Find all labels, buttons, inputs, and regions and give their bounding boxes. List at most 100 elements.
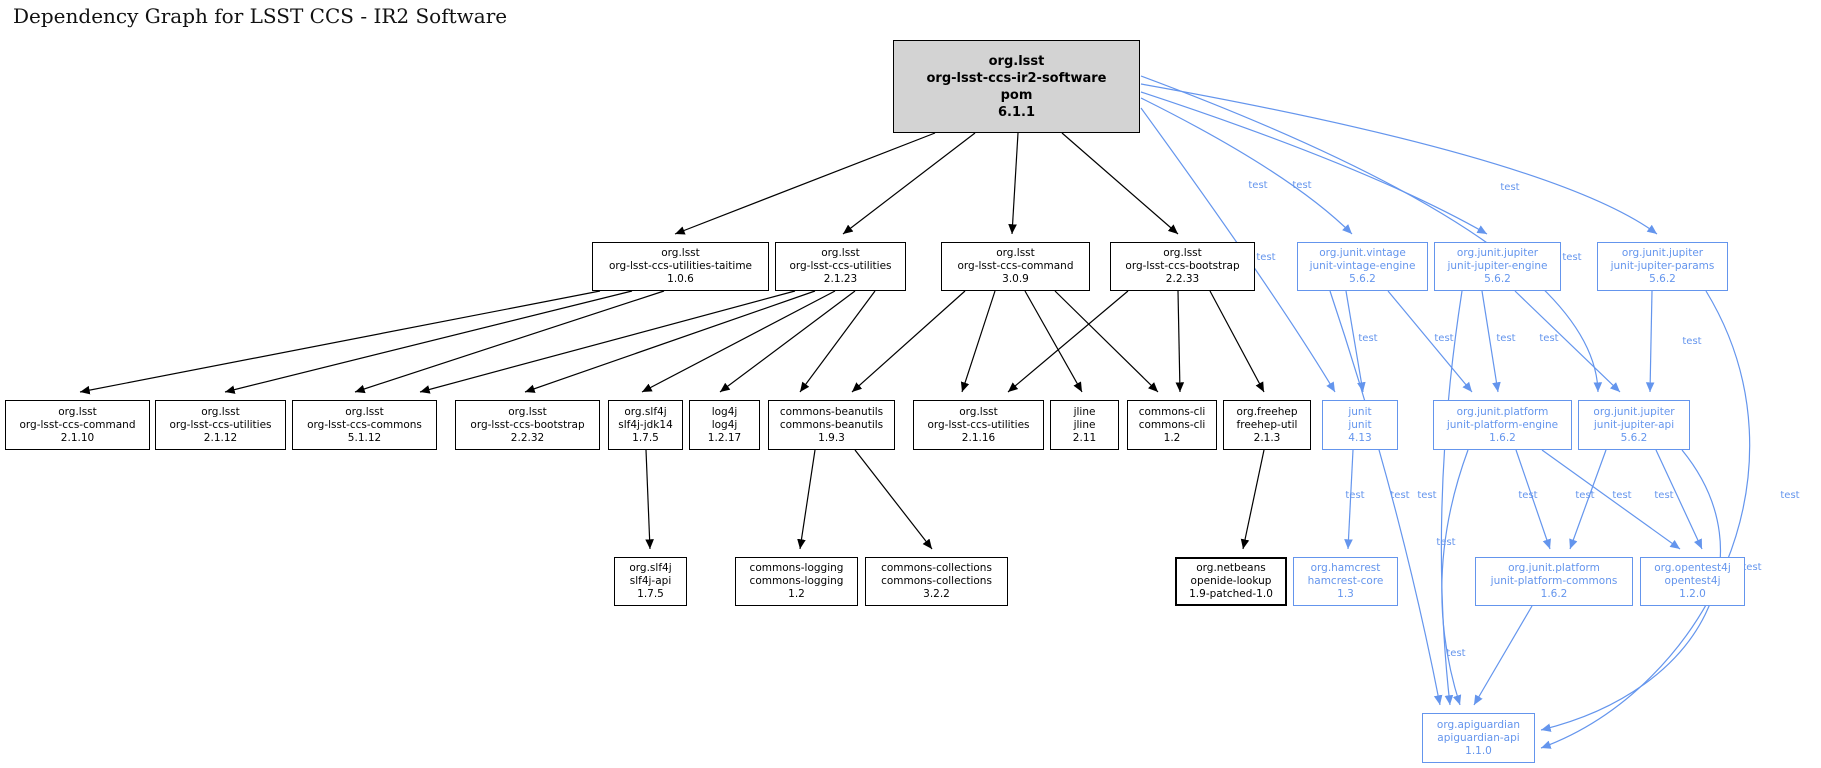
node-line: org.junit.jupiter (1621, 247, 1704, 259)
node-line: commons-beanutils (779, 418, 884, 431)
node-line: junit-platform-commons (1490, 575, 1618, 587)
node-line: 1.1.0 (1465, 744, 1492, 757)
node-line: 2.2.32 (510, 431, 545, 444)
node-line: 5.6.2 (1620, 431, 1648, 444)
node-line: 4.13 (1348, 431, 1372, 444)
node-line: commons-collections (881, 575, 992, 587)
edge-platformEngine-platformCommons (1515, 449, 1551, 550)
node-line: org-lsst-ccs-bootstrap (1125, 260, 1240, 272)
node-line: org.lsst (988, 53, 1045, 69)
edge-command309-commonscli (1054, 290, 1159, 393)
edge-utilities23-log4j (719, 290, 856, 393)
node-line: org.junit.jupiter (1593, 405, 1675, 418)
node-line: 1.2 (788, 588, 805, 600)
edge-jupiterParams-apiguardian (1540, 290, 1751, 749)
edge-slf4jjdk14-slf4japi (645, 449, 654, 550)
edge-utilities23-slf4jjdk14 (641, 290, 836, 393)
node-line: org.lsst (345, 405, 384, 418)
edge-label-jupiterApi-apiguardian: test (1742, 562, 1761, 573)
edge-utilities23-commons5112 (419, 290, 796, 394)
edge-label-root-vintage: test (1248, 180, 1267, 191)
node-line: opentest4j (1664, 575, 1721, 587)
node-line: jline (1073, 418, 1096, 431)
edge-command309-utilities2116 (960, 290, 996, 393)
node-line: commons-beanutils (779, 405, 884, 418)
node-line: org-lsst-ccs-ir2-software (926, 70, 1107, 86)
node-line: apiguardian-api (1437, 731, 1520, 744)
node-line: 1.3 (1337, 588, 1354, 600)
node-line: 3.0.9 (1002, 273, 1029, 285)
edge-platformCommons-apiguardian (1473, 605, 1533, 706)
node-line: slf4j-api (629, 575, 672, 587)
node-line: junit (1348, 418, 1372, 431)
node-line: org.lsst (58, 405, 97, 418)
graph-title: Dependency Graph for LSST CCS - IR2 Soft… (13, 4, 508, 28)
edge-root-junit413 (1140, 107, 1336, 393)
node-line: commons-cli (1138, 405, 1206, 418)
node-line: commons-logging (749, 575, 844, 587)
node-line: org.slf4j (624, 405, 667, 418)
edge-label-platformEngine-apiguardian: test (1436, 537, 1455, 548)
edge-root-jupiterApi (1140, 75, 1603, 393)
node-line: org.apiguardian (1436, 718, 1521, 731)
edge-utilities23-beanutils (799, 290, 876, 393)
node-line: slf4j-jdk14 (618, 418, 673, 431)
node-line: org-lsst-ccs-utilities-taitime (608, 260, 753, 272)
node-line: org.freehep (1236, 405, 1298, 418)
node-line: 2.11 (1072, 431, 1097, 444)
node-line: log4j (711, 405, 738, 418)
edge-beanutils-commonscollections (854, 449, 933, 550)
edge-taitime-command2110 (79, 290, 601, 395)
node-line: pom (1000, 87, 1033, 103)
node-line: 5.6.2 (1349, 273, 1376, 285)
node-line: 2.1.16 (961, 431, 996, 444)
node-line: 1.0.6 (667, 273, 694, 285)
edge-vintage-apiguardian (1329, 290, 1443, 706)
node-line: org.opentest4j (1654, 562, 1731, 574)
edge-root-taitime (674, 132, 936, 235)
node-line: junit-jupiter-api (1593, 418, 1675, 431)
edge-label-junit413-hamcrest: test (1345, 490, 1364, 501)
node-line: 1.2.0 (1679, 588, 1706, 600)
node-line: openide-lookup (1190, 575, 1272, 587)
node-line: org-lsst-ccs-utilities (169, 418, 272, 431)
node-line: junit-jupiter-engine (1447, 260, 1548, 272)
node-line: org.lsst (508, 405, 547, 418)
edge-jupiterApi-opentest4j (1655, 449, 1703, 550)
node-line: 1.7.5 (632, 431, 659, 444)
edge-bootstrap233-commonscli (1175, 290, 1185, 393)
edge-label-jupiterEngine-jupiterApi: test (1539, 333, 1558, 344)
node-line: 1.9-patched-1.0 (1189, 588, 1273, 600)
node-line: org-lsst-ccs-commons (307, 418, 422, 431)
node-line: 1.2.17 (707, 431, 742, 444)
node-line: freehep-util (1236, 418, 1298, 431)
node-line: junit-jupiter-params (1610, 260, 1715, 272)
node-line: org-lsst-ccs-utilities (927, 418, 1030, 431)
node-line: org.junit.platform (1508, 562, 1600, 574)
node-line: junit (1348, 405, 1372, 418)
node-line: 5.1.12 (347, 431, 382, 444)
node-line: org.hamcrest (1310, 562, 1381, 574)
edge-platformEngine-apiguardian (1441, 449, 1469, 706)
edge-vintage-junit413 (1345, 290, 1366, 393)
node-line: org-lsst-ccs-command (957, 260, 1074, 272)
